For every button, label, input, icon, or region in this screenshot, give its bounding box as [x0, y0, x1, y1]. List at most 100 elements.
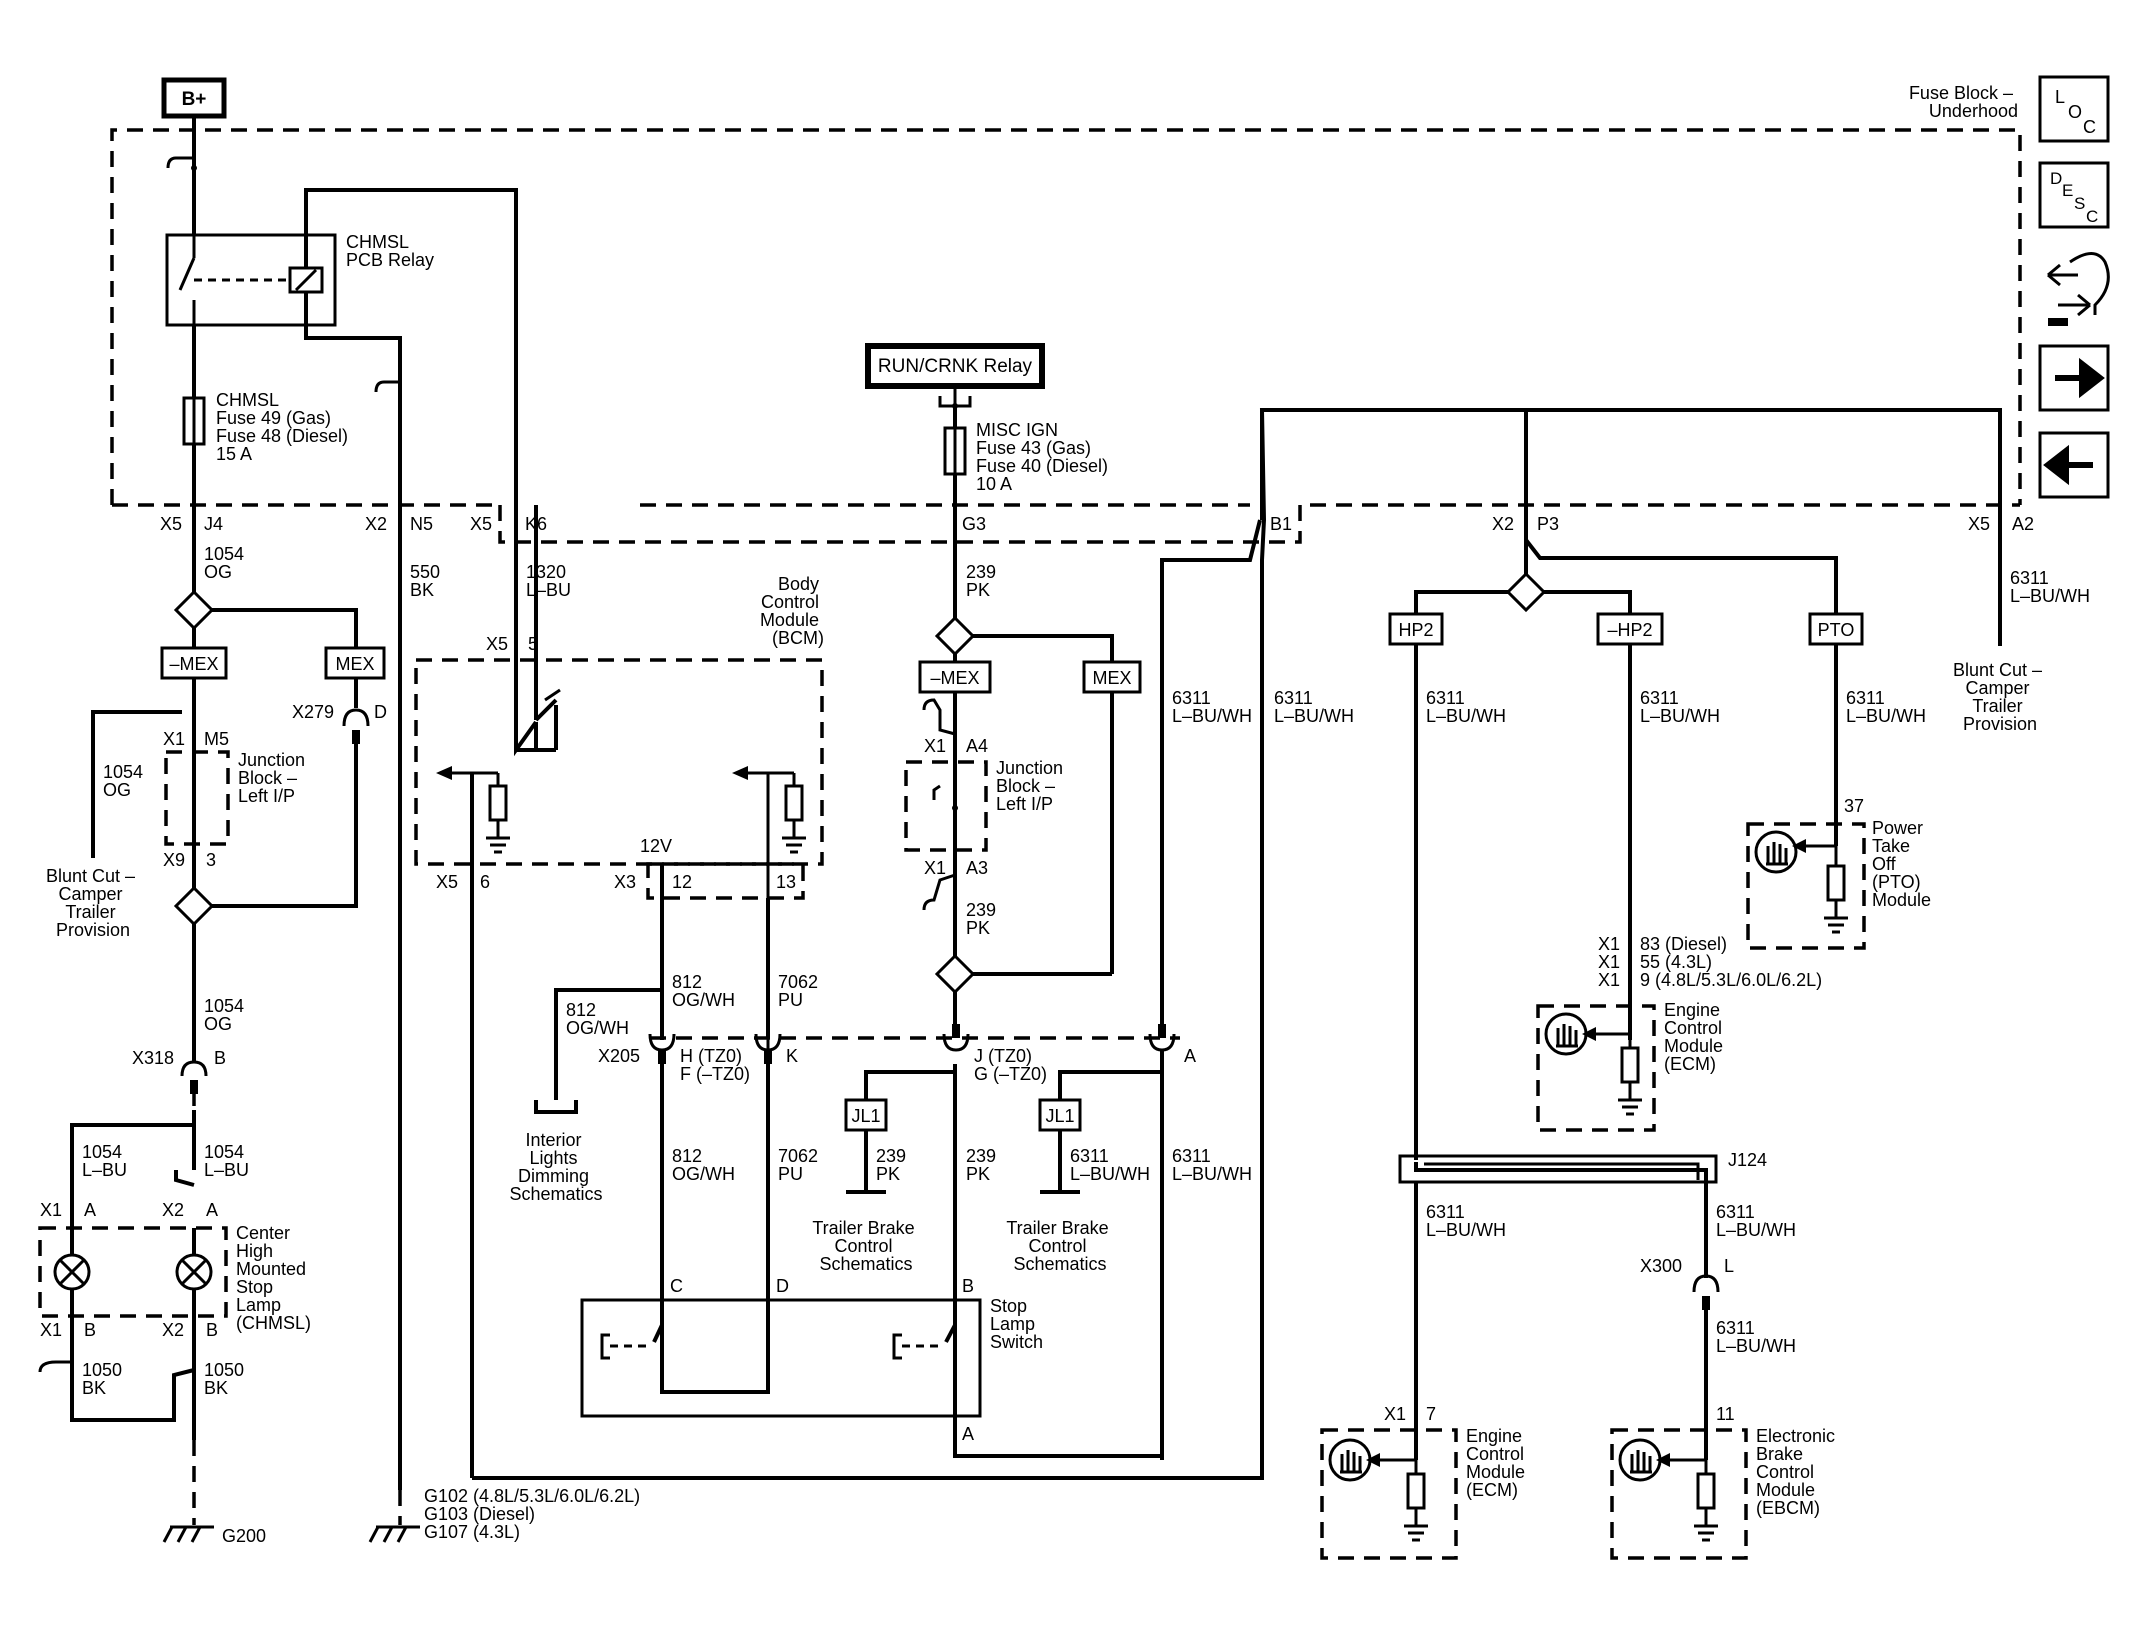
- junction-block-center-pins: X1 A4 X1 A3: [924, 736, 988, 878]
- wire-6311-label-f: 6311 L–BU/WH: [1640, 688, 1720, 726]
- svg-text:B+: B+: [182, 89, 207, 110]
- arrow-right-icon[interactable]: [2038, 344, 2110, 412]
- chmsl-lamp-pin-labels: X1 A X2 A X1 B X2 B: [40, 1200, 218, 1340]
- svg-text:X5: X5: [160, 514, 182, 534]
- junction-block-left-pins: X1: [163, 729, 185, 749]
- fuse-block-pin-labels: X5 J4 X2 N5 X5 K6 G3 B1 X2 P3 X5 A2: [160, 514, 2034, 534]
- svg-text:X2: X2: [365, 514, 387, 534]
- wire-6311-label-j: 6311 L–BU/WH: [1716, 1202, 1796, 1240]
- svg-text:MEX: MEX: [335, 654, 374, 674]
- interior-lights-label: Interior Lights Dimming Schematics: [509, 1130, 602, 1204]
- junction-block-left-label: Junction Block – Left I/P: [238, 750, 310, 806]
- misc-ign-fuse: [943, 406, 967, 620]
- svg-text:X1: X1: [924, 736, 946, 756]
- svg-text:D: D: [2050, 169, 2062, 188]
- ground-g102-symbol: [368, 1490, 420, 1543]
- svg-text:83 (Diesel): 83 (Diesel): [1640, 934, 1727, 954]
- svg-text:X1: X1: [40, 1200, 62, 1220]
- wire-1054-lbu-label-a: 1054 L–BU: [82, 1142, 127, 1180]
- wire-1050-bk-label-b: 1050 BK: [204, 1360, 249, 1398]
- fuse-block-underhood-outline: [110, 128, 2022, 544]
- svg-text:5: 5: [528, 634, 538, 654]
- junction-block-left-x9: X9: [163, 850, 185, 870]
- svg-text:A4: A4: [966, 736, 988, 756]
- ecm-bottom-module: [1320, 1428, 1458, 1560]
- svg-text:9 (4.8L/5.3L/6.0L/6.2L): 9 (4.8L/5.3L/6.0L/6.2L): [1640, 970, 1822, 990]
- wire-239-pk-label-a: 239 PK: [966, 562, 1001, 600]
- svg-text:A: A: [84, 1200, 96, 1220]
- svg-text:A: A: [206, 1200, 218, 1220]
- svg-text:X1: X1: [1598, 934, 1620, 954]
- svg-text:F (–TZ0): F (–TZ0): [680, 1064, 750, 1084]
- wire-6311-label-e: 6311 L–BU/WH: [1426, 688, 1506, 726]
- option-not-mex-center: –MEX: [918, 660, 992, 694]
- misc-ign-fuse-label: MISC IGN Fuse 43 (Gas) Fuse 40 (Diesel) …: [976, 420, 1113, 494]
- wire-6311-label-c: 6311 L–BU/WH: [1172, 688, 1252, 726]
- wire-239-pk-label-b: 239 PK: [966, 900, 1001, 938]
- wire-812-label-b: 812 OG/WH: [566, 1000, 629, 1038]
- x318-label: X318: [132, 1048, 174, 1068]
- junction-block-center-label: Junction Block – Left I/P: [996, 758, 1068, 814]
- wire-550-bk-label: 550 BK: [410, 562, 445, 600]
- svg-text:X1: X1: [1598, 970, 1620, 990]
- trailer-brake-label-a: Trailer Brake Control Schematics: [812, 1218, 919, 1274]
- pto-pin-label: 37: [1844, 796, 1864, 816]
- svg-text:13: 13: [776, 872, 796, 892]
- option-not-mex-left: –MEX: [160, 646, 228, 680]
- svg-text:–MEX: –MEX: [930, 668, 979, 688]
- connector-x279: [212, 678, 370, 908]
- wire-812-label-a: 812 OG/WH: [672, 972, 735, 1010]
- chmsl-lamp-label: Center High Mounted Stop Lamp (CHMSL): [236, 1223, 311, 1333]
- svg-text:55 (4.3L): 55 (4.3L): [1640, 952, 1712, 972]
- svg-text:C: C: [670, 1276, 683, 1296]
- pto-module: [1746, 644, 1866, 950]
- wire-6311-label-d: 6311 L–BU/WH: [1274, 688, 1354, 726]
- wire-6311-main-run: [472, 408, 2002, 1480]
- ecm-bottom-pins: X1 7: [1384, 1404, 1436, 1424]
- ebcm-label: Electronic Brake Control Module (EBCM): [1756, 1426, 1840, 1518]
- wire-1054-og-label-c: 1054 OG: [204, 996, 249, 1034]
- svg-text:J4: J4: [204, 514, 223, 534]
- svg-text:N5: N5: [410, 514, 433, 534]
- svg-text:X2: X2: [1492, 514, 1514, 534]
- svg-text:A2: A2: [2012, 514, 2034, 534]
- blunt-cut-left-label: Blunt Cut – Camper Trailer Provision: [46, 866, 140, 940]
- svg-text:L: L: [2055, 87, 2065, 107]
- chmsl-lamp-assembly: [38, 1110, 228, 1440]
- description-button[interactable]: D E S C: [2038, 161, 2110, 229]
- x279-pin-label: D: [374, 702, 387, 722]
- wire-6311-label-k: 6311 L–BU/WH: [1716, 1318, 1796, 1356]
- svg-text:P3: P3: [1537, 514, 1559, 534]
- svg-text:7: 7: [1426, 1404, 1436, 1424]
- svg-text:X205: X205: [598, 1046, 640, 1066]
- svg-text:D: D: [776, 1276, 789, 1296]
- svg-text:G (–TZ0): G (–TZ0): [974, 1064, 1047, 1084]
- svg-text:B: B: [84, 1320, 96, 1340]
- option-split-left-top: [173, 589, 358, 648]
- blunt-cut-right-label: Blunt Cut – Camper Trailer Provision: [1953, 660, 2047, 734]
- chmsl-pcb-relay: [165, 188, 558, 1490]
- wire-7062-label-a: 7062 PU: [778, 972, 823, 1010]
- bcm-label: Body Control Module (BCM): [760, 574, 824, 648]
- ground-g200-label: G200: [222, 1526, 266, 1546]
- svg-text:X3: X3: [614, 872, 636, 892]
- svg-text:X1: X1: [1598, 952, 1620, 972]
- wire-239-pk-label-d: 239 PK: [966, 1146, 1001, 1184]
- svg-text:–HP2: –HP2: [1607, 620, 1652, 640]
- option-mex-left: MEX: [324, 646, 386, 680]
- arrow-left-icon[interactable]: [2038, 431, 2110, 499]
- schematic-connector-icon[interactable]: [2047, 252, 2110, 327]
- location-button[interactable]: L O C: [2038, 75, 2110, 143]
- svg-text:C: C: [2083, 117, 2096, 137]
- connector-x205: [648, 1024, 1180, 1392]
- svg-text:X2: X2: [162, 1320, 184, 1340]
- svg-text:RUN/CRNK Relay: RUN/CRNK Relay: [878, 356, 1033, 377]
- svg-text:E: E: [2062, 181, 2073, 200]
- run-crnk-relay: RUN/CRNK Relay: [865, 343, 1045, 409]
- svg-text:–MEX: –MEX: [169, 654, 218, 674]
- option-join-center-bottom: [934, 953, 1112, 1038]
- svg-text:B1: B1: [1270, 514, 1292, 534]
- svg-text:12V: 12V: [640, 836, 672, 856]
- stop-lamp-switch: [580, 1298, 1162, 1458]
